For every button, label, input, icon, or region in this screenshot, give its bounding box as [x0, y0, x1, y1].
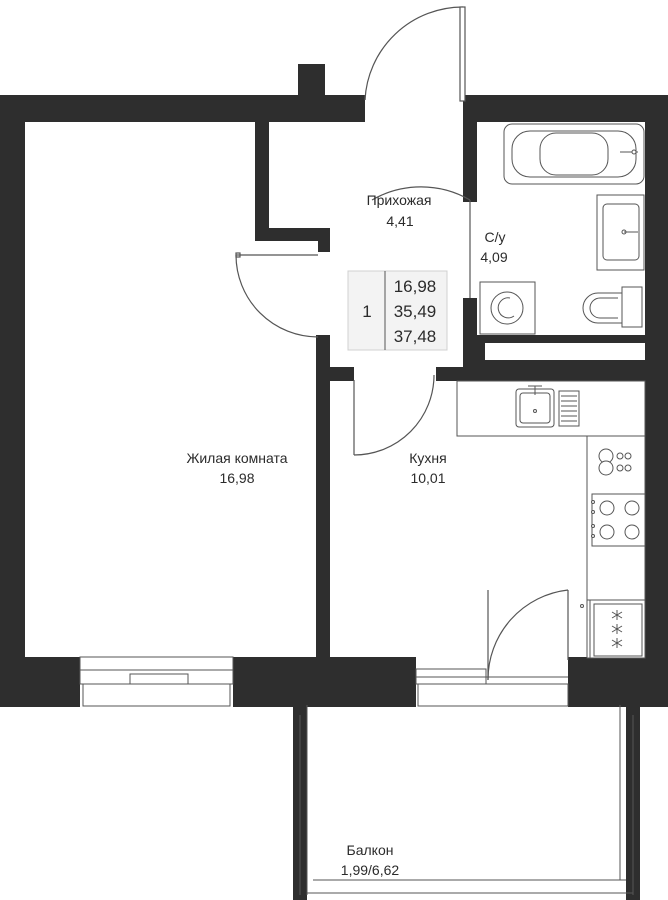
area-summary-box	[347, 270, 448, 351]
bathroom-area: 4,09	[480, 249, 507, 265]
washing-machine	[479, 281, 536, 335]
total-area-with-balcony: 37,48	[394, 327, 437, 346]
balcony-name: Балкон	[347, 842, 394, 858]
balcony-railing	[299, 705, 634, 895]
living-room-area: 16,98	[219, 470, 254, 486]
rooms-count: 1	[362, 302, 371, 321]
hallway-name: Прихожая	[367, 192, 432, 208]
kitchen-sink	[515, 385, 580, 428]
balcony-area: 1,99/6,62	[341, 862, 400, 878]
bathtub	[503, 123, 645, 185]
doors	[235, 6, 569, 681]
kitchen-window	[415, 668, 569, 707]
kitchen-name: Кухня	[409, 450, 446, 466]
living-room-name: Жилая комната	[186, 450, 287, 466]
total-area: 35,49	[394, 302, 437, 321]
kitchen-area: 10,01	[410, 470, 445, 486]
walls	[0, 64, 668, 900]
hallway-area: 4,41	[386, 213, 413, 229]
stove	[591, 493, 646, 547]
living-area-total: 16,98	[394, 277, 437, 296]
faucet-icon	[598, 448, 632, 476]
living-window	[79, 656, 234, 707]
bathroom-sink	[596, 194, 645, 271]
toilet	[582, 286, 643, 328]
bathroom-name: С/у	[485, 229, 506, 245]
freezer-icon	[580, 603, 643, 657]
